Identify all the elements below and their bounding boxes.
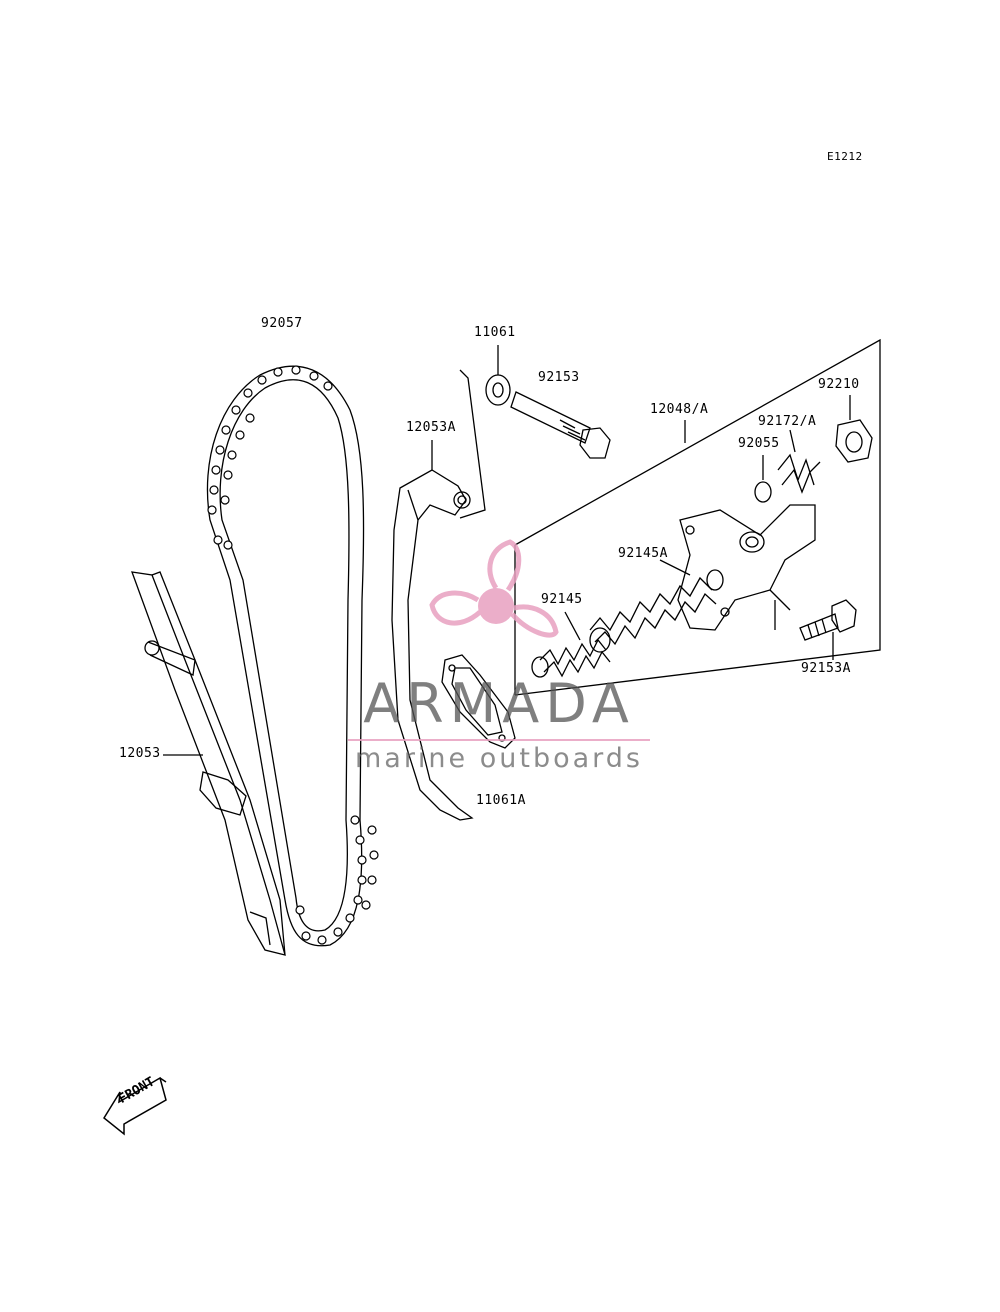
- spring-92172a-drawing: [777, 429, 821, 494]
- tensioner-box-drawing: [514, 338, 881, 696]
- part-label-92153a[interactable]: 92153A: [801, 661, 851, 676]
- part-label-92057[interactable]: 92057: [261, 316, 303, 331]
- part-label-12053a[interactable]: 12053A: [406, 420, 456, 435]
- nut-drawing: [835, 395, 873, 463]
- gasket-drawing: [441, 654, 516, 749]
- watermark-title: ARMADA: [363, 672, 635, 735]
- part-label-92145a[interactable]: 92145A: [618, 546, 668, 561]
- washer-drawing: [459, 345, 511, 519]
- part-label-12053[interactable]: 12053: [119, 746, 161, 761]
- part-label-92055[interactable]: 92055: [738, 436, 780, 451]
- watermark-subtitle: marine outboards: [354, 743, 643, 774]
- bolt-92153a-drawing: [799, 599, 857, 660]
- cam-chain-drawing: [206, 365, 379, 947]
- bolt-92153-drawing: [510, 391, 611, 459]
- diagram-code: E1212: [827, 150, 863, 163]
- part-label-92210[interactable]: 92210: [818, 377, 860, 392]
- part-label-11061[interactable]: 11061: [474, 325, 516, 340]
- part-label-11061a[interactable]: 11061A: [476, 793, 526, 808]
- part-label-92145[interactable]: 92145: [541, 592, 583, 607]
- chain-guide-right-drawing: [391, 469, 474, 821]
- chain-guide-left-drawing: [131, 571, 286, 956]
- leader-lines: [163, 440, 691, 756]
- part-label-92172a[interactable]: 92172/A: [758, 414, 817, 429]
- part-label-12048a[interactable]: 12048/A: [650, 402, 709, 417]
- spring-92145a-drawing: [589, 569, 724, 646]
- o-ring-drawing: [754, 455, 772, 503]
- spring-92145-drawing: [531, 627, 611, 678]
- part-label-92153[interactable]: 92153: [538, 370, 580, 385]
- watermark-logo: [429, 539, 559, 638]
- front-arrow-icon: [103, 1076, 167, 1136]
